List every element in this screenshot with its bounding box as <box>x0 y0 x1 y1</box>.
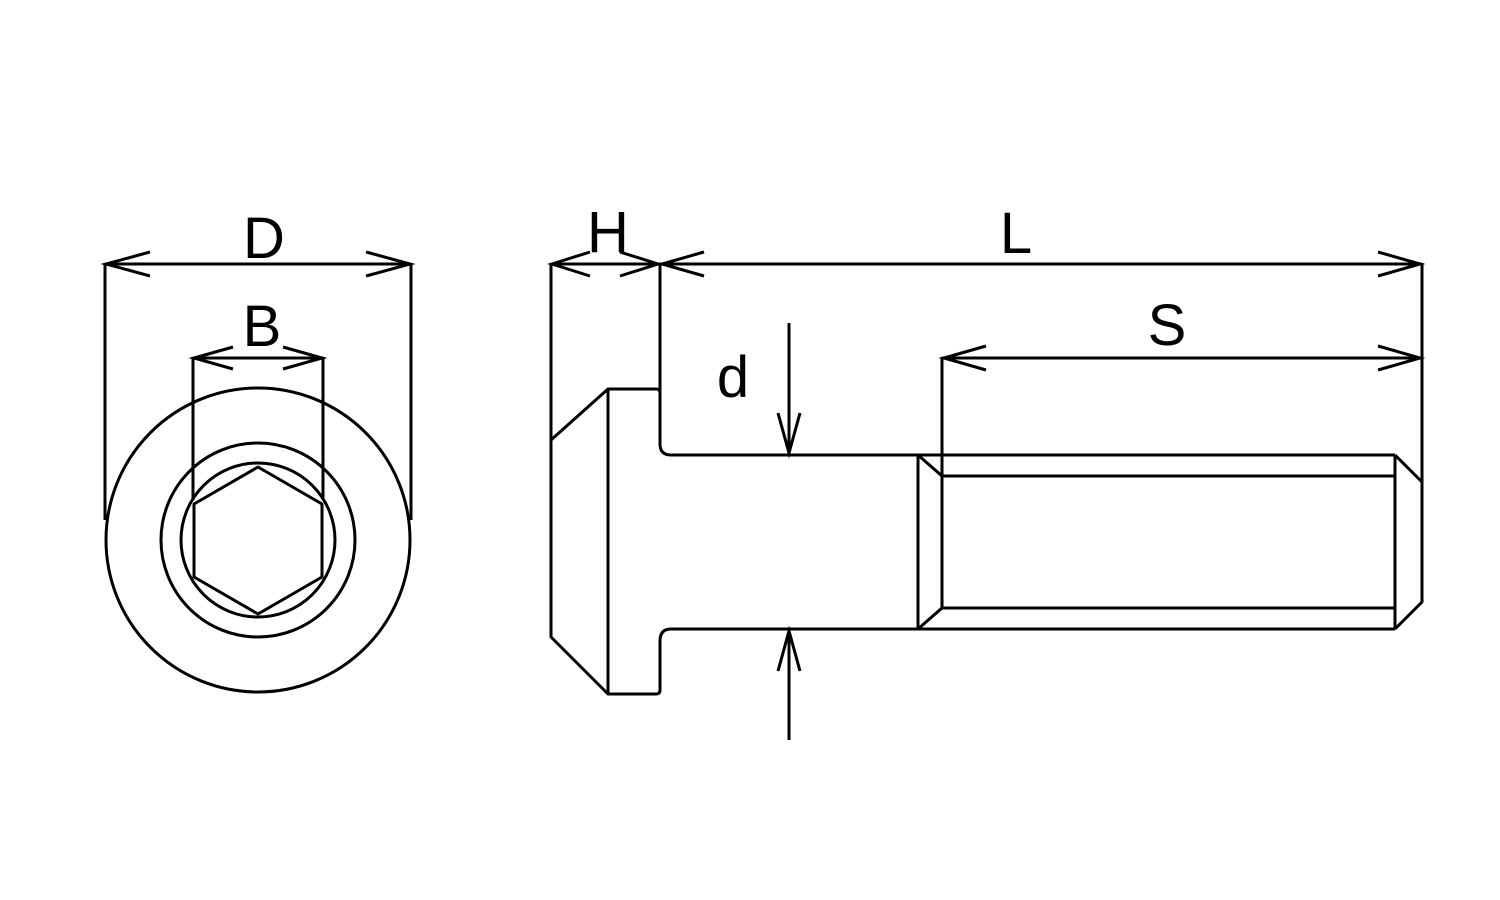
dimension-B: B <box>188 294 328 500</box>
dimension-H: H <box>547 200 663 392</box>
label-H: H <box>587 200 629 265</box>
head-outer-circle <box>104 386 412 694</box>
label-D: D <box>243 206 285 271</box>
label-S: S <box>1148 293 1187 358</box>
dimension-D: D <box>100 206 416 520</box>
dimension-S: S <box>938 293 1426 476</box>
end-view: D B <box>100 206 416 694</box>
side-view: H L S d <box>547 200 1426 740</box>
hex-socket <box>192 465 324 616</box>
label-L: L <box>1000 201 1032 266</box>
thread-section <box>917 453 1424 631</box>
label-B: B <box>243 294 282 359</box>
label-d: d <box>717 345 749 410</box>
socket-inner-circle <box>179 461 337 619</box>
dimension-d: d <box>717 323 802 740</box>
bolt-head <box>549 263 672 696</box>
socket-recess-circle <box>159 441 357 639</box>
dimension-L: L <box>656 201 1426 600</box>
